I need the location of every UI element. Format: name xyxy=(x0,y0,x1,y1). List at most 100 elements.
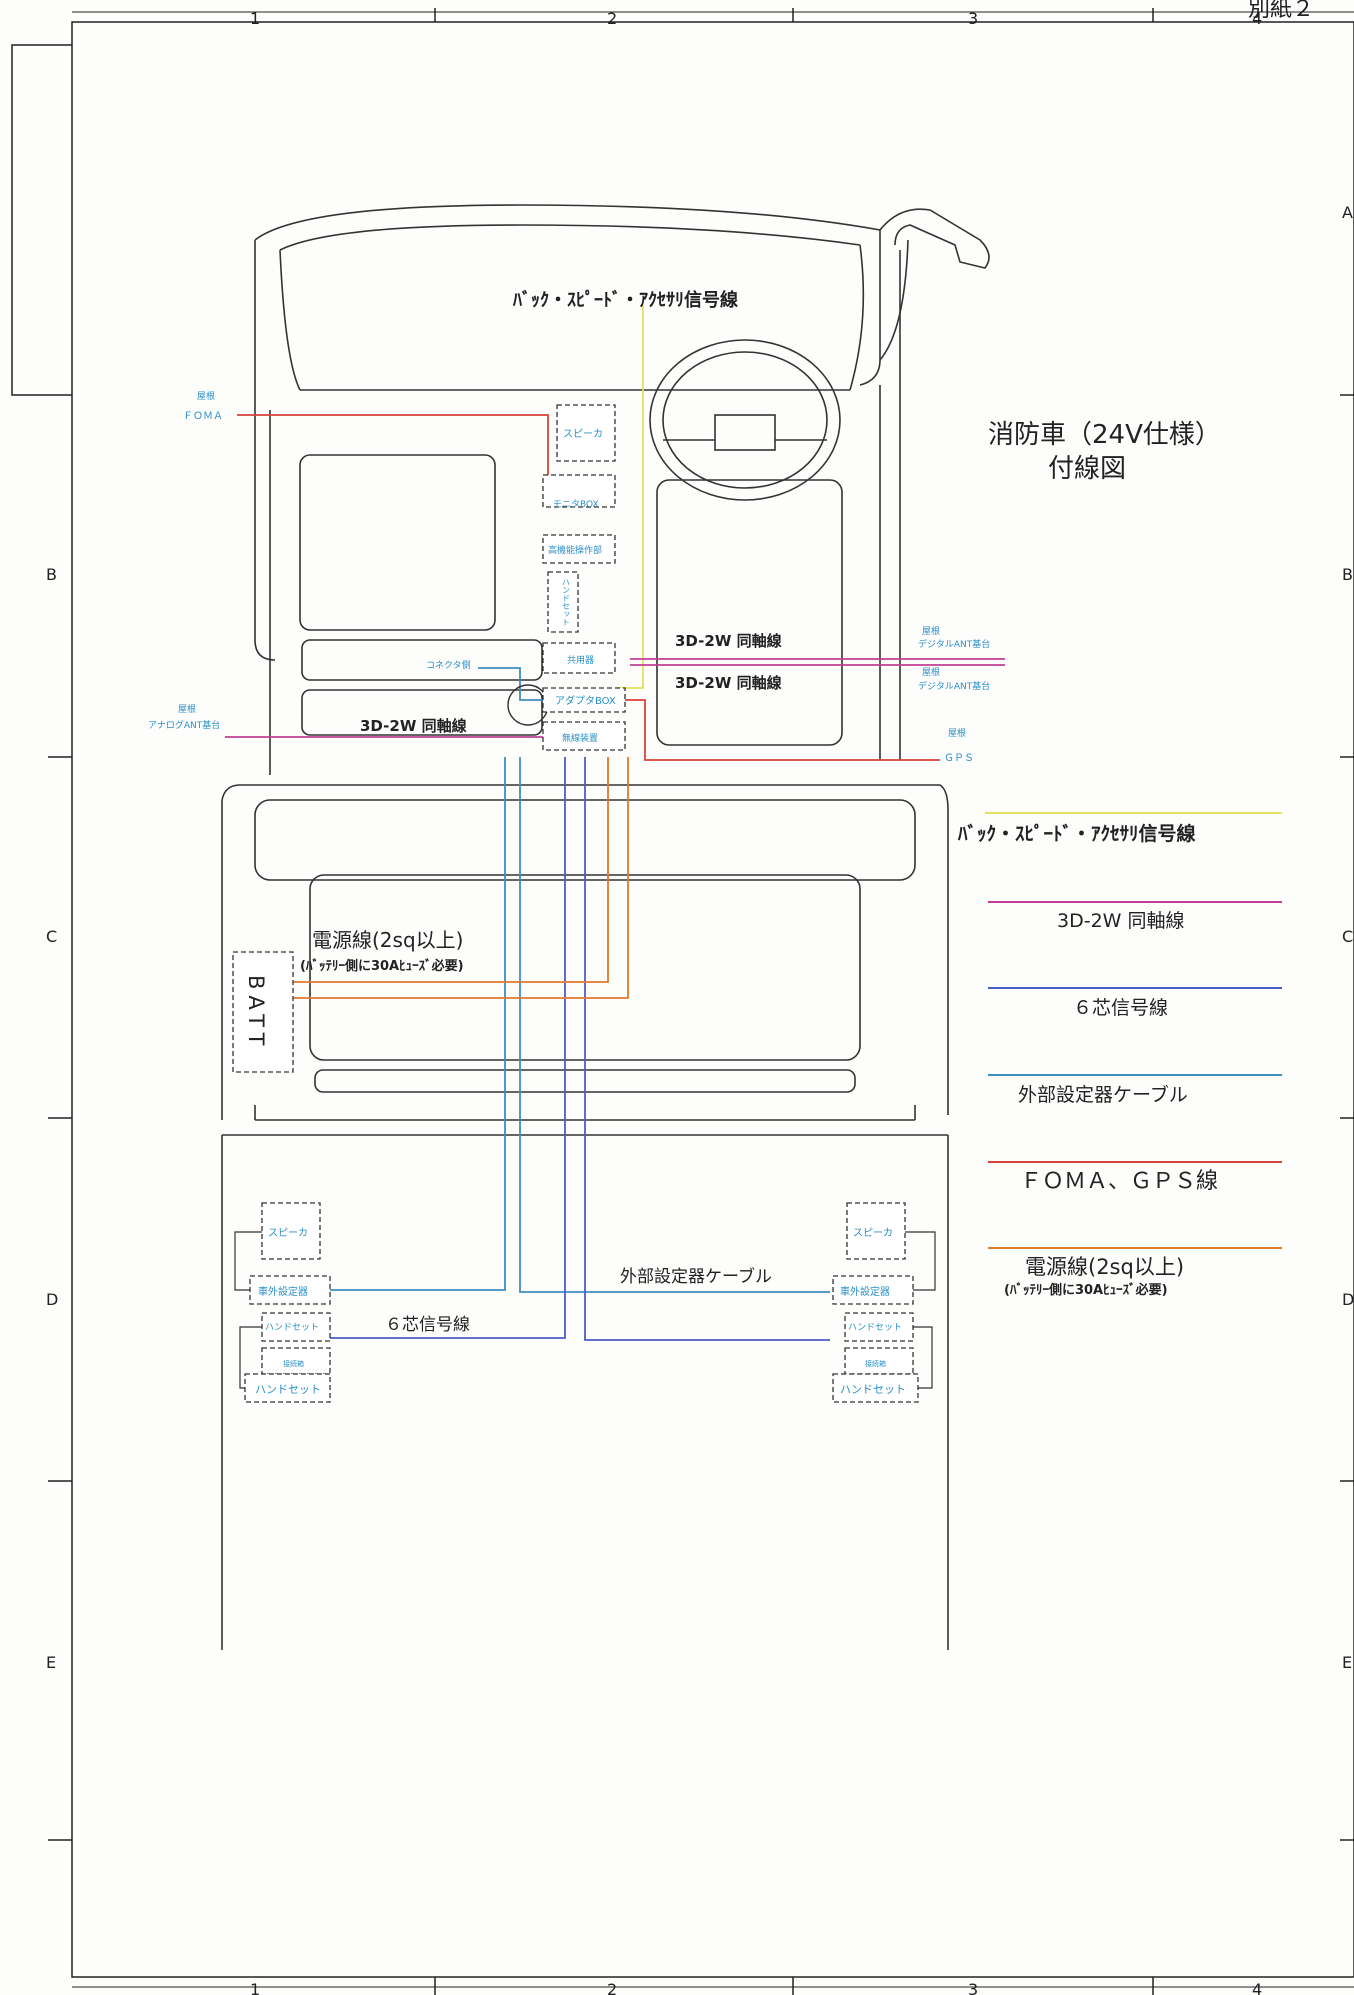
roof-label-analog: 屋根 xyxy=(178,703,196,715)
col-label: 3 xyxy=(968,1980,978,1995)
row-label: C xyxy=(46,927,57,946)
foma-label: ＦＯＭＡ xyxy=(183,411,223,422)
external-labels: 屋根 ＦＯＭＡ 屋根 デジタルANT基台 屋根 デジタルANT基台 屋根 アナロ… xyxy=(148,390,990,764)
row-label: E xyxy=(1342,1653,1352,1672)
six-core-right xyxy=(584,757,830,1341)
left-relay-label: 接続箱 xyxy=(283,1359,304,1368)
coax-left-label: 3D-2W 同軸線 xyxy=(360,717,467,735)
power-wire-1 xyxy=(292,757,609,983)
monitor-box-label: モニタBOX xyxy=(553,499,599,510)
left-ext-setter-box xyxy=(249,1275,331,1305)
row-label: E xyxy=(46,1653,56,1672)
power-label-1: 電源線(2sq以上) xyxy=(312,928,463,952)
diagram-title: 消防車（24V仕様） 付線図 xyxy=(988,420,1221,484)
legend-label: ﾊﾞｯｸ・ｽﾋﾟｰﾄﾞ・ｱｸｾｻﾘ信号線 xyxy=(957,822,1196,845)
left-handset-2-label: ハンドセット xyxy=(255,1383,321,1396)
right-ext-setter-label: 車外設定器 xyxy=(840,1285,890,1298)
left-speaker-box xyxy=(261,1202,321,1260)
legend-label: 外部設定器ケーブル xyxy=(1018,1083,1188,1106)
right-handset-label: ハンドセット xyxy=(848,1322,902,1333)
col-label: 4 xyxy=(1252,9,1262,28)
sheet-frame xyxy=(11,8,1354,1995)
component-boxes xyxy=(232,404,919,1403)
signal-wire-label: ﾊﾞｯｸ・ｽﾋﾟｰﾄﾞ・ｱｸｾｻﾘ信号線 xyxy=(512,289,738,311)
gps-label: ＧＰＳ xyxy=(944,753,974,764)
row-label: B xyxy=(46,565,57,584)
truck-cab-outline xyxy=(221,204,990,1650)
batt-letter: BATT xyxy=(244,975,268,1051)
station-brackets xyxy=(234,1231,936,1389)
power-wire-2 xyxy=(292,757,629,999)
row-labels-left: B C D E xyxy=(46,565,58,1672)
title-line-2: 付線図 xyxy=(1048,454,1126,484)
hi-func-box xyxy=(542,534,616,564)
left-handset-box xyxy=(261,1312,331,1342)
col-label: 3 xyxy=(968,9,978,28)
adapter-box-label: アダプタBOX xyxy=(555,694,616,707)
adapter-box xyxy=(542,687,626,713)
right-speaker-label: スピーカ xyxy=(853,1227,893,1239)
right-relay-label: 接続箱 xyxy=(865,1359,886,1368)
left-ext-setter-label: 車外設定器 xyxy=(258,1285,308,1298)
row-label: A xyxy=(1342,203,1353,222)
handset-v-label: ハンドセット xyxy=(562,578,571,626)
roof-label-digital-2: 屋根 xyxy=(922,666,940,678)
duplexer-label: 共用器 xyxy=(567,655,594,666)
row-labels-right: A B C D E xyxy=(1342,203,1354,1672)
wires xyxy=(225,305,1005,1341)
roof-label-digital-1: 屋根 xyxy=(922,625,940,637)
legend: ﾊﾞｯｸ・ｽﾋﾟｰﾄﾞ・ｱｸｾｻﾘ信号線 3D-2W 同軸線 ６芯信号線外部設定器ケ… xyxy=(957,812,1282,1298)
handset-v-box xyxy=(547,571,579,633)
legend-label: 3D-2W 同軸線 xyxy=(1057,910,1185,932)
row-label: D xyxy=(1342,1290,1354,1309)
hi-func-label: 高機能操作部 xyxy=(548,544,602,556)
row-label: B xyxy=(1342,565,1353,584)
title-line-1: 消防車（24V仕様） xyxy=(988,420,1221,450)
foma-wire xyxy=(237,414,562,504)
connector-side-label: コネクタ側 xyxy=(426,659,471,671)
right-ext-setter-box xyxy=(832,1275,914,1305)
col-label: 4 xyxy=(1252,1980,1262,1995)
row-label: D xyxy=(46,1290,58,1309)
radio-unit-box xyxy=(542,721,626,751)
ext-cable-label: 外部設定器ケーブル xyxy=(620,1266,772,1287)
right-speaker-box xyxy=(846,1202,906,1260)
left-relay-box xyxy=(261,1347,331,1375)
digital-ant-label-2: デジタルANT基台 xyxy=(918,680,990,692)
roof-label-foma: 屋根 xyxy=(197,390,215,402)
ext-cable-left xyxy=(328,757,506,1291)
col-label: 2 xyxy=(607,1980,617,1995)
legend-label: ＦＯＭＡ、ＧＰＳ線 xyxy=(1020,1169,1218,1194)
gps-wire xyxy=(620,699,940,761)
speaker-box xyxy=(556,404,616,462)
coax-right-label-1: 3D-2W 同軸線 xyxy=(675,632,782,650)
box-labels: スピーカ モニタBOX 高機能操作部 ハンドセット 共用器 アダプタBOX 無線… xyxy=(244,428,906,1396)
right-handset-2-box xyxy=(832,1373,919,1403)
right-handset-2-label: ハンドセット xyxy=(840,1383,906,1396)
digital-ant-label-1: デジタルANT基台 xyxy=(918,638,990,650)
ext-cable-right xyxy=(519,757,830,1293)
roof-label-gps: 屋根 xyxy=(948,727,966,739)
duplexer-box xyxy=(542,642,616,674)
col-label: 1 xyxy=(250,1980,260,1995)
corner-label: 別紙２ xyxy=(1248,0,1314,22)
batt-box xyxy=(232,951,294,1073)
wire-labels: ﾊﾞｯｸ・ｽﾋﾟｰﾄﾞ・ｱｸｾｻﾘ信号線 3D-2W 同軸線 3D-2W 同軸線… xyxy=(300,289,782,1335)
analog-ant-label: アナログANT基台 xyxy=(148,719,220,731)
col-label: 2 xyxy=(607,9,617,28)
monitor-box xyxy=(542,474,616,508)
row-label: C xyxy=(1342,927,1353,946)
radio-unit-label: 無線装置 xyxy=(562,732,598,744)
legend-label: 電源線(2sq以上) xyxy=(1025,1255,1184,1279)
left-handset-2-box xyxy=(244,1373,331,1403)
signal-wire xyxy=(618,305,644,689)
column-labels-top: 1 2 3 4 xyxy=(250,9,1262,28)
coax-right-label-2: 3D-2W 同軸線 xyxy=(675,674,782,692)
left-speaker-label: スピーカ xyxy=(268,1227,308,1239)
legend-label: ６芯信号線 xyxy=(1073,997,1168,1019)
speaker-label: スピーカ xyxy=(563,428,603,440)
col-label: 1 xyxy=(250,9,260,28)
power-label-2: (ﾊﾞｯﾃﾘｰ側に30Aﾋｭｰｽﾞ必要) xyxy=(300,958,464,974)
